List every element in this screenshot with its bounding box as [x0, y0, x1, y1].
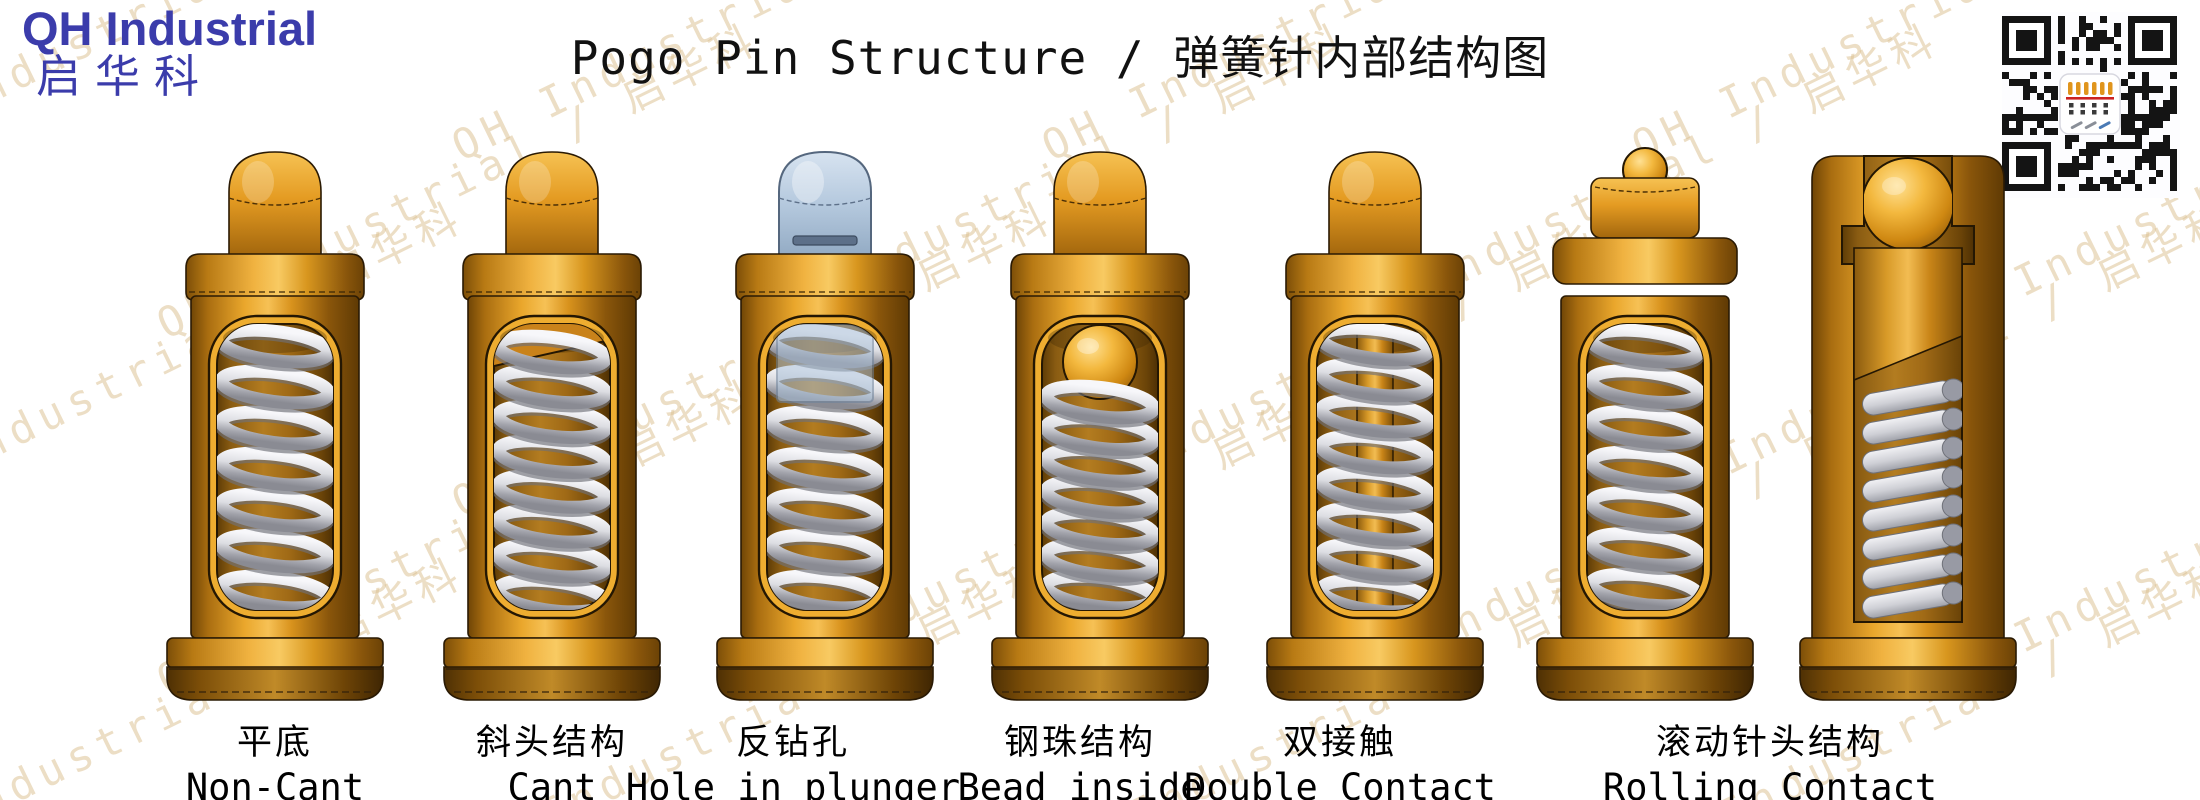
caption-rolling-contact: 滚动针头结构 Rolling Contact: [1560, 714, 1980, 800]
caption-cn: 滚动针头结构: [1655, 723, 1884, 763]
caption-cant: 斜头结构 Cant: [342, 714, 762, 800]
caption-en: Bead inside: [957, 766, 1203, 800]
caption-en: Hole in plunger: [625, 766, 961, 800]
caption-hole-in-plunger: 反钻孔 Hole in plunger: [583, 714, 1003, 800]
pogo-pin-double-contact: [1255, 140, 1495, 720]
pogo-pin-cant: [432, 140, 672, 720]
caption-double-contact: 双接触 Double Contact: [1130, 714, 1550, 800]
pogo-pin-rolling-contact: [1525, 140, 1765, 720]
qr-code-icon: [2002, 12, 2180, 198]
qr-center-badge: [2059, 73, 2121, 135]
caption-bead-inside: 钢珠结构 Bead inside: [870, 714, 1290, 800]
caption-cn: 斜头结构: [475, 723, 628, 763]
pogo-pin-bead-inside: [980, 140, 1220, 720]
caption-cn: 平底: [236, 723, 313, 763]
page-title: Pogo Pin Structure / 弹簧针内部结构图: [570, 31, 1550, 85]
caption-non-cant: 平底 Non-Cant: [65, 714, 485, 800]
logo-text-en: QH Industrial: [22, 2, 318, 55]
caption-en: Double Contact: [1184, 766, 1496, 800]
pogo-pin-rolling-contact-section: [1788, 140, 2028, 720]
caption-cn: 钢珠结构: [1003, 723, 1156, 763]
logo-text-cn: 启华科: [36, 50, 214, 104]
caption-en: Non-Cant: [185, 766, 365, 800]
caption-cn: 反钻孔: [735, 723, 850, 763]
company-logo: QH Industrial 启华科: [22, 4, 317, 101]
caption-en: Cant: [507, 766, 597, 800]
caption-cn: 双接触: [1282, 723, 1397, 763]
pogo-pin-non-cant: [155, 140, 395, 720]
caption-en: Rolling Contact: [1602, 766, 1938, 800]
pogo-pin-hole-in-plunger: [705, 140, 945, 720]
